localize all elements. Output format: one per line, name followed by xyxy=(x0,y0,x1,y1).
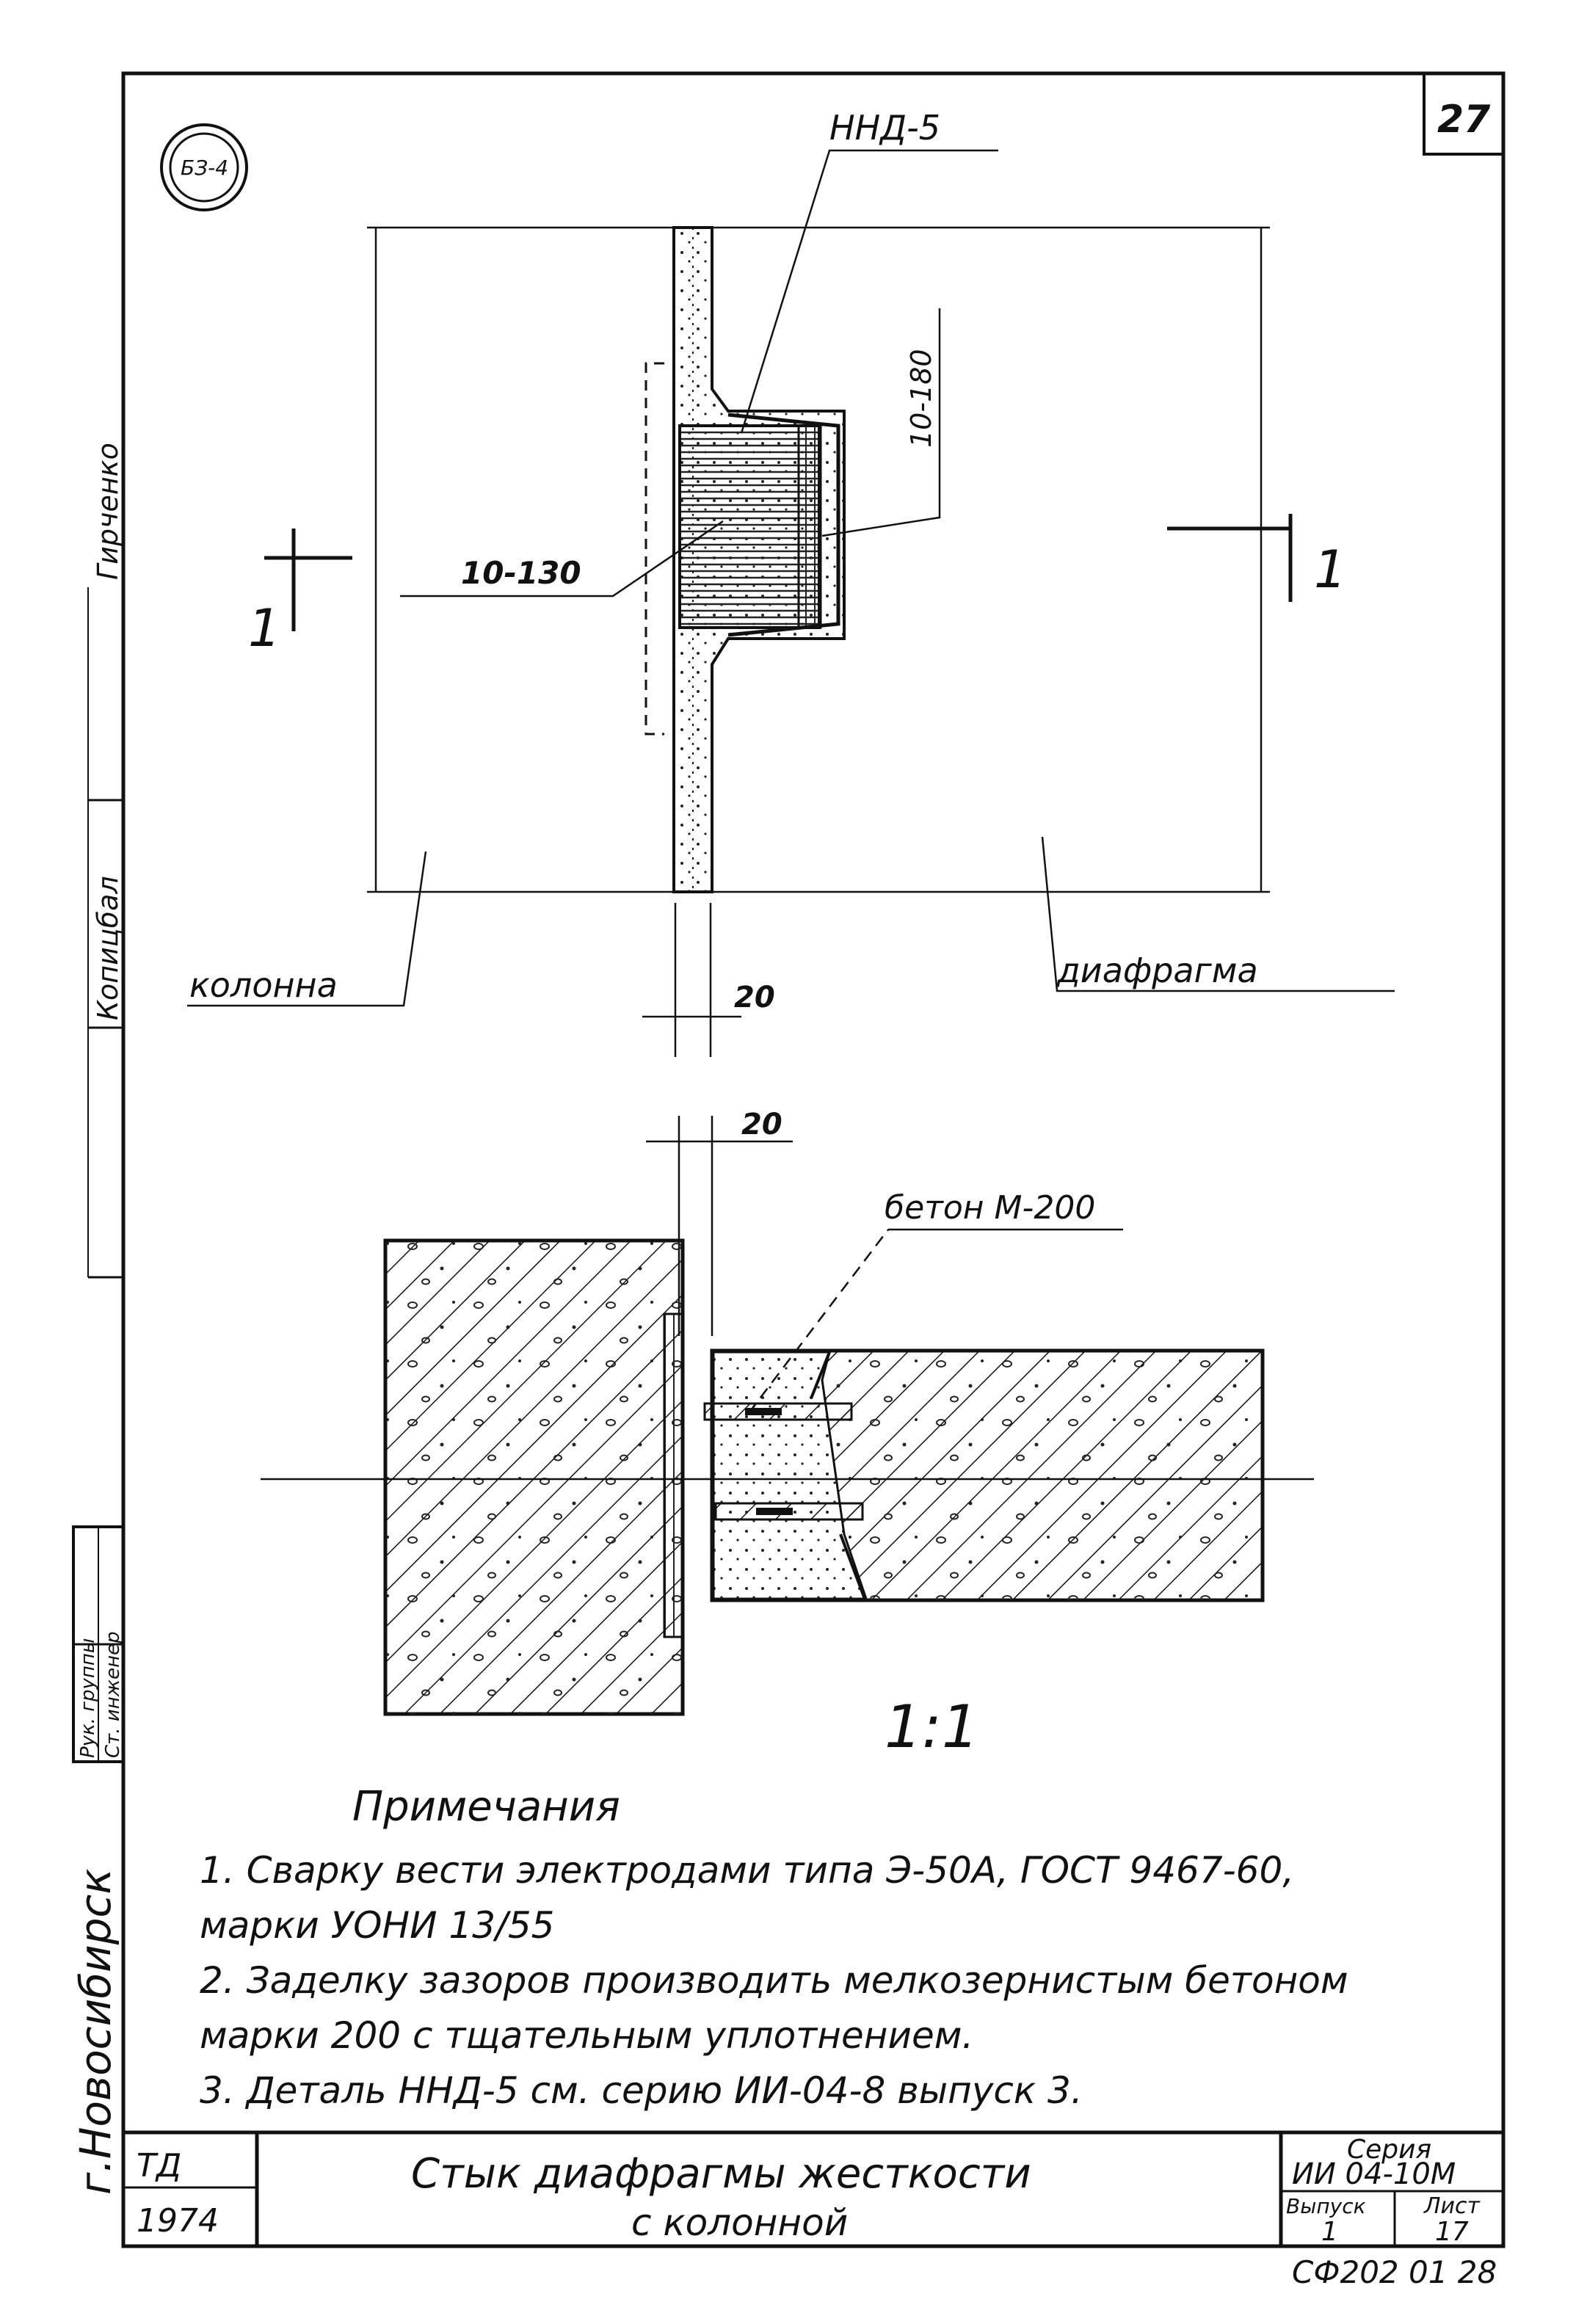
section-mark-left: 1 xyxy=(248,598,281,658)
sheet-label: Лист xyxy=(1423,2193,1481,2219)
title-block xyxy=(123,2130,1503,2246)
note-line-5: 3. Деталь ННД-5 см. серию ИИ-04-8 выпуск… xyxy=(200,2069,1083,2112)
plan-view xyxy=(187,149,1395,1057)
label-detail-mark: ННД-5 xyxy=(829,108,940,148)
title-year: 1974 xyxy=(137,2202,219,2240)
label-gap-top: 20 xyxy=(734,981,775,1014)
embedded-plate xyxy=(678,424,821,629)
drawing-code: СФ202 01 28 xyxy=(1292,2254,1497,2290)
label-column: колонна xyxy=(189,965,338,1005)
side-box-1: Гирченко xyxy=(92,443,124,580)
section-view xyxy=(261,1116,1314,1716)
series-label: Серия xyxy=(1347,2135,1431,2165)
issue-label: Выпуск xyxy=(1286,2194,1366,2218)
label-weld-left: 10-130 xyxy=(461,555,581,591)
note-line-4: марки 200 с тщательным уплотнением. xyxy=(200,2014,973,2057)
column-plate xyxy=(663,1312,684,1638)
sheet-number: 27 xyxy=(1437,98,1491,142)
side-box-3: Рук. группы xyxy=(77,1638,99,1758)
leader-detail-mark xyxy=(740,149,998,434)
notes-title: Примечания xyxy=(352,1783,620,1831)
note-line-2: марки УОНИ 13/55 xyxy=(200,1904,555,1947)
section-mark-right: 1 xyxy=(1314,540,1347,600)
leader-diaphragm xyxy=(1041,836,1395,992)
note-line-3: 2. Заделку зазоров производить мелкозерн… xyxy=(200,1959,1348,2002)
stamp-circle xyxy=(160,123,248,211)
label-weld-right: 10-180 xyxy=(905,349,937,448)
leader-column xyxy=(187,851,427,1007)
section-title: 1:1 xyxy=(885,1693,979,1761)
label-concrete: бетон М-200 xyxy=(885,1189,1095,1227)
note-line-1: 1. Сварку вести электродами типа Э-50А, … xyxy=(200,1849,1294,1892)
side-box-2: Копицбал xyxy=(92,876,124,1020)
stamp-label: БЗ-4 xyxy=(181,156,228,180)
label-diaphragm: диафрагма xyxy=(1056,951,1258,990)
sheet-number-box xyxy=(1423,72,1505,156)
title-org: ТД xyxy=(137,2147,181,2185)
leader-weld-right xyxy=(821,308,941,537)
sheet-value: 17 xyxy=(1435,2217,1469,2247)
leader-concrete xyxy=(748,1229,889,1414)
label-gap-section: 20 xyxy=(741,1108,782,1141)
series-value: ИИ 04-10М xyxy=(1292,2157,1456,2191)
side-city: г.Новосибирск xyxy=(70,1869,120,2195)
issue-value: 1 xyxy=(1321,2217,1338,2247)
leader-weld-left xyxy=(400,520,724,598)
title-line-1: Стык диафрагмы жесткости xyxy=(411,2150,1031,2198)
side-box-4: Ст. инженер xyxy=(102,1631,124,1758)
title-line-2: с колонной xyxy=(631,2201,848,2244)
